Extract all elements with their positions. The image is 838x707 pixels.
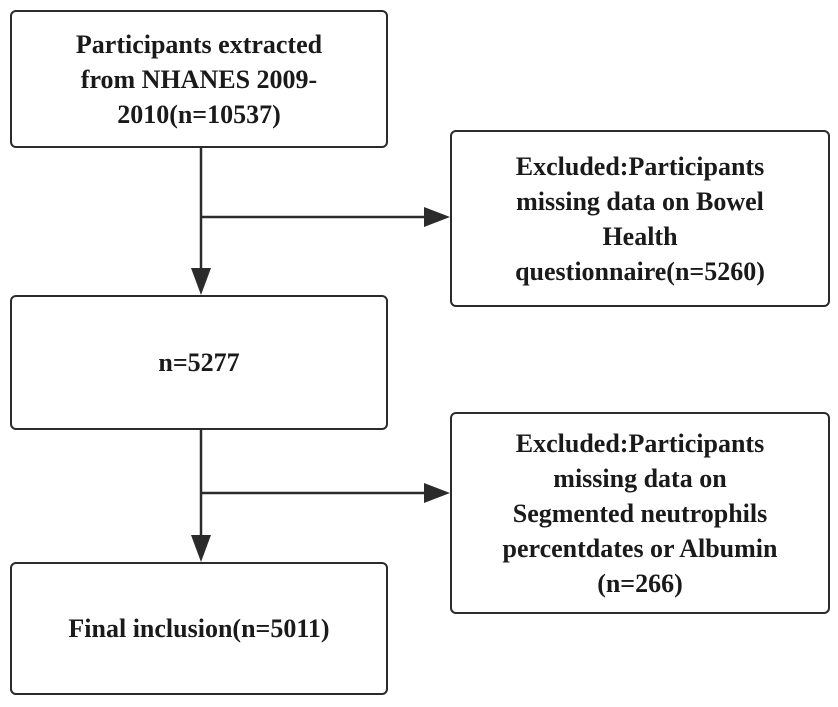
arrowhead-middle-to-final — [191, 535, 211, 562]
excluded-1-line-4: questionnaire(n=5260) — [515, 256, 765, 286]
excluded-2-line-1: Excluded:Participants — [515, 428, 765, 458]
excluded-1-line-2: missing data on Bowel — [516, 186, 764, 216]
middle-box-text: n=5277 — [158, 345, 239, 380]
excluded-box-1: Excluded:Participants missing data on Bo… — [450, 130, 830, 307]
start-box-text: Participants extracted from NHANES 2009-… — [76, 27, 322, 132]
final-line-1: Final inclusion(n=5011) — [68, 614, 330, 643]
excluded-1-line-1: Excluded:Participants — [515, 151, 765, 181]
middle-line-1: n=5277 — [158, 348, 240, 377]
excluded-box-2-text: Excluded:Participants missing data on Se… — [503, 426, 778, 601]
middle-box: n=5277 — [10, 295, 388, 430]
start-box: Participants extracted from NHANES 2009-… — [10, 10, 388, 148]
arrowhead-to-excluded-2 — [424, 483, 450, 503]
excluded-2-line-4: percentdates or Albumin — [502, 533, 778, 563]
start-line-2: from NHANES 2009- — [80, 64, 318, 94]
arrowhead-start-to-middle — [191, 268, 211, 295]
excluded-2-line-3: Segmented neutrophils — [512, 498, 768, 528]
final-box: Final inclusion(n=5011) — [10, 562, 388, 695]
excluded-2-line-5: (n=266) — [597, 568, 683, 598]
start-line-1: Participants extracted — [75, 29, 323, 59]
arrowhead-to-excluded-1 — [424, 207, 450, 227]
start-line-3: 2010(n=10537) — [117, 99, 281, 129]
final-box-text: Final inclusion(n=5011) — [68, 611, 329, 646]
excluded-1-line-3: Health — [602, 221, 678, 251]
excluded-2-line-2: missing data on — [553, 463, 727, 493]
excluded-box-2: Excluded:Participants missing data on Se… — [450, 412, 830, 614]
excluded-box-1-text: Excluded:Participants missing data on Bo… — [515, 149, 765, 289]
